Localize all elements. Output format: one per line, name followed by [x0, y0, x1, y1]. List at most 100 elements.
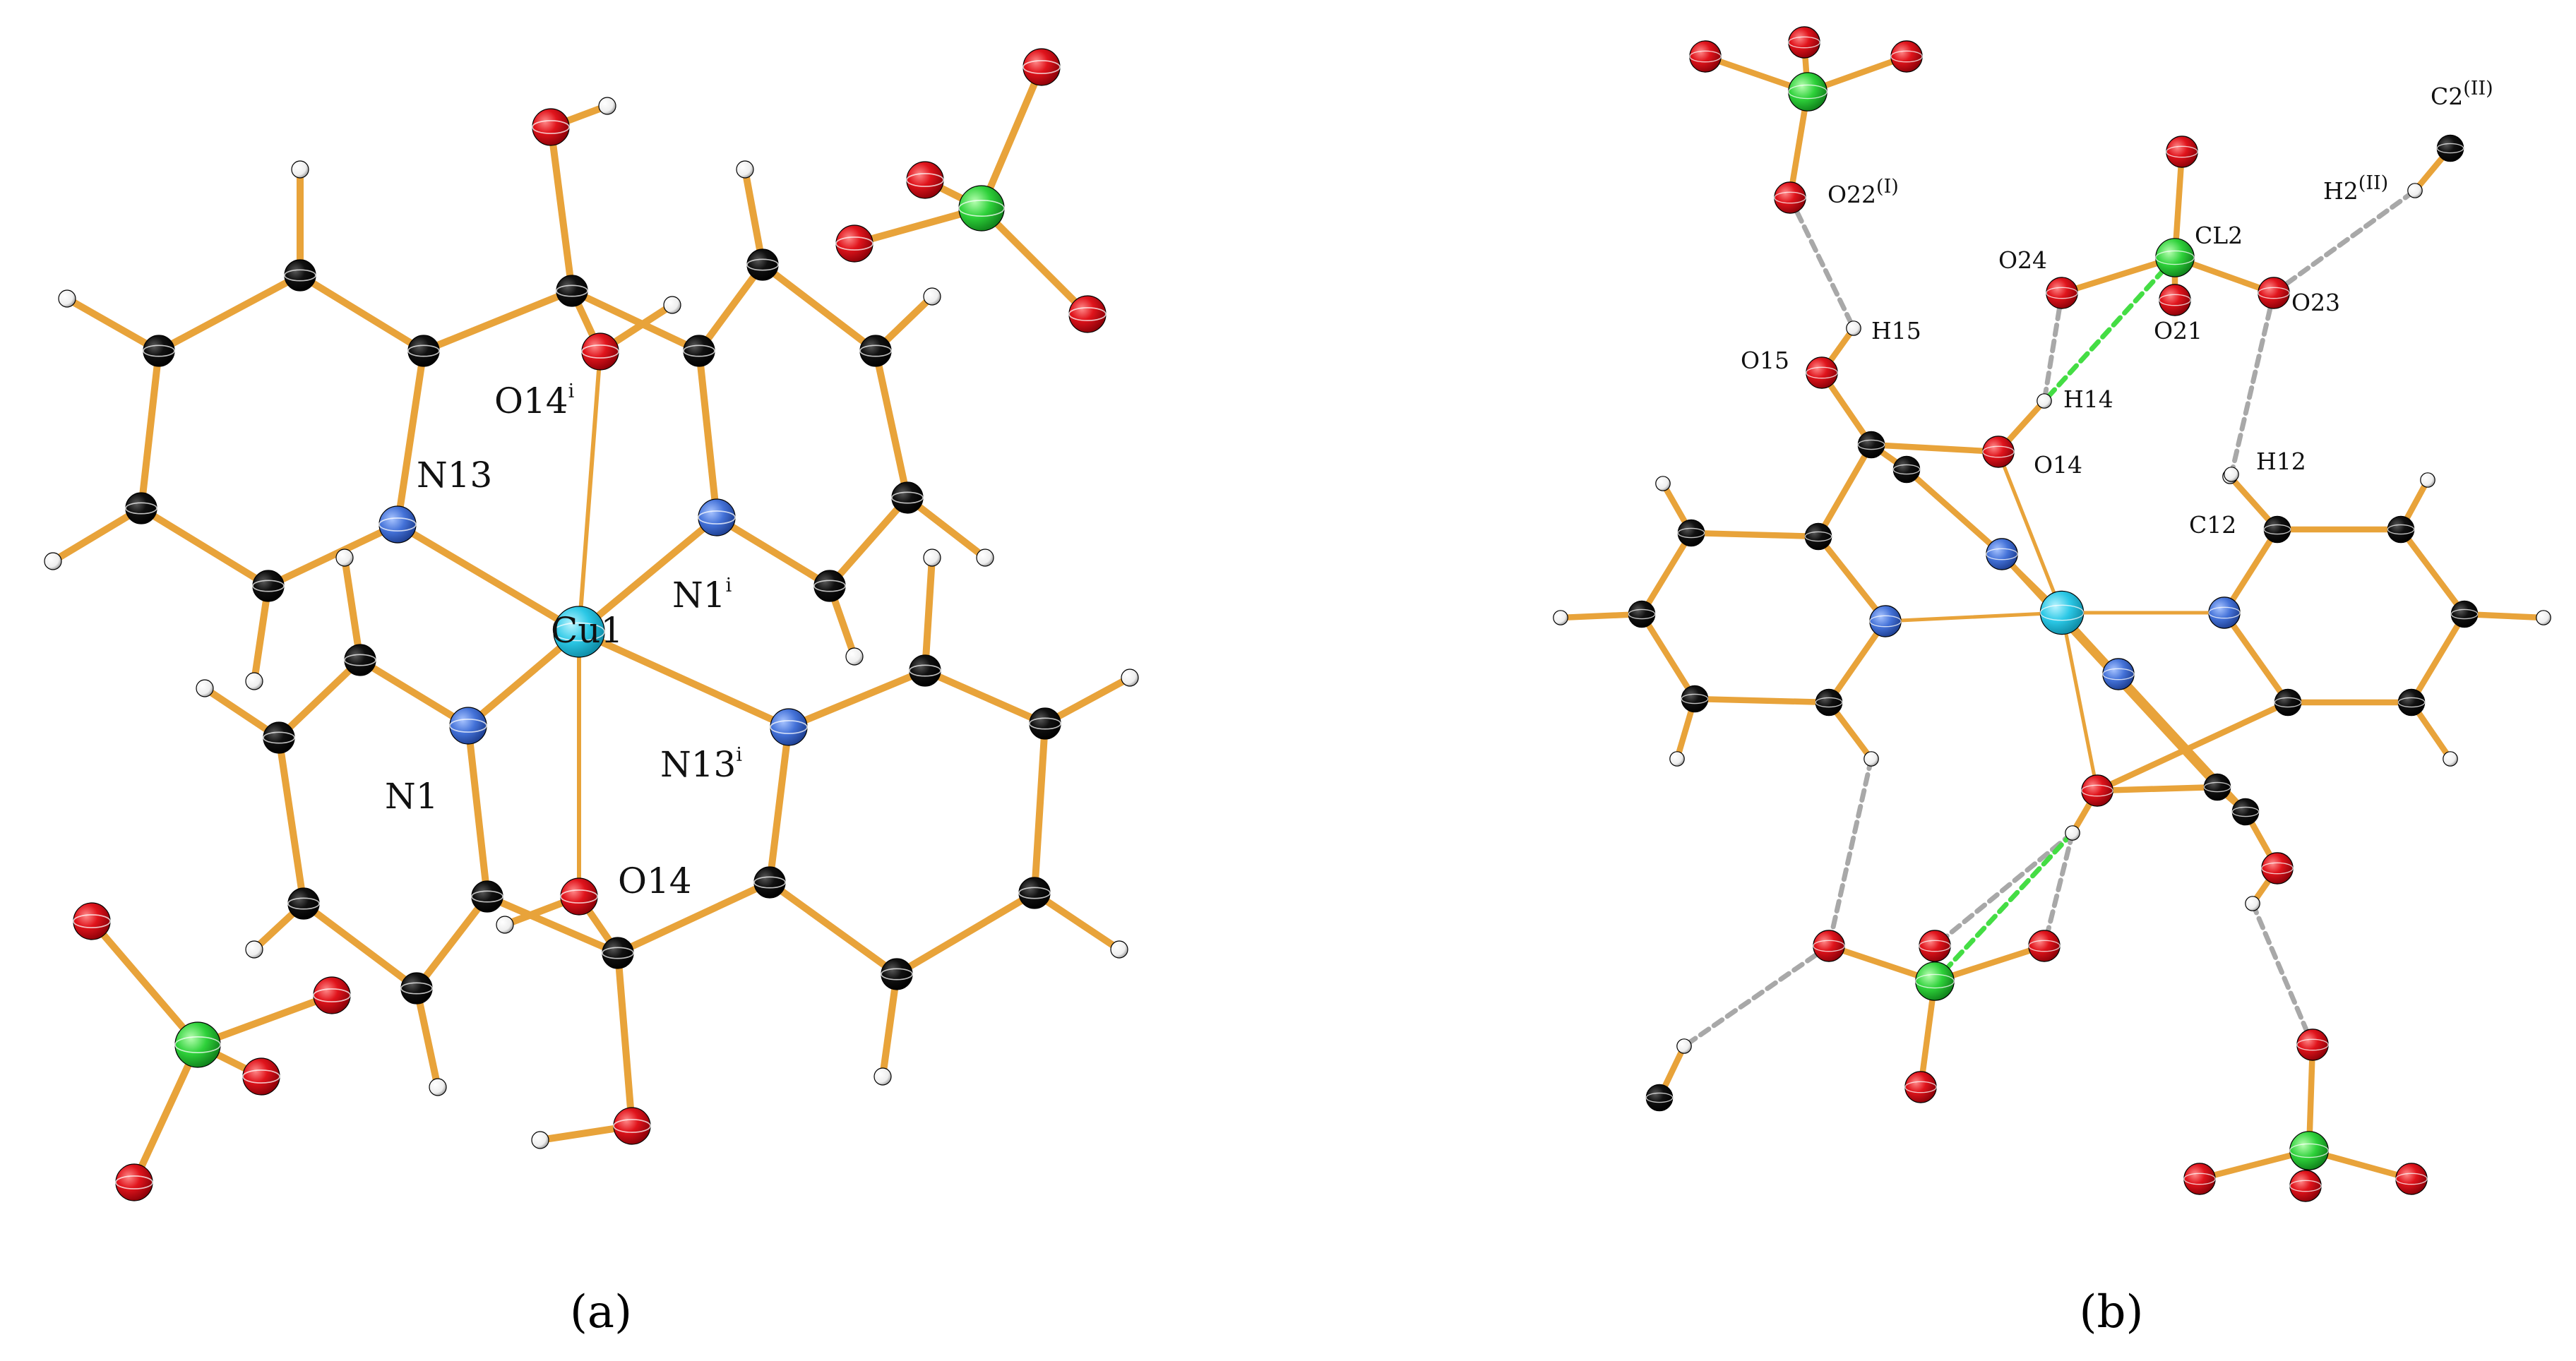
- label-c12: C12: [2189, 511, 2236, 539]
- bond: [465, 722, 491, 900]
- atom-thermal-ellipse: [1018, 887, 1051, 899]
- nitrogen-atom: [2208, 596, 2241, 629]
- carbon-atom: [1018, 877, 1051, 909]
- atom-thermal-ellipse: [242, 1069, 280, 1084]
- atom-thermal-ellipse: [1068, 307, 1107, 321]
- label-n1i: N1i: [672, 575, 732, 616]
- atom-thermal-ellipse: [770, 720, 808, 734]
- bond: [413, 893, 491, 992]
- panel-b-hydrogen-bonds: [1681, 188, 2418, 1049]
- atom-thermal-ellipse: [2166, 145, 2198, 158]
- hydrogen-atom: [2065, 825, 2080, 841]
- oxygen-atom: [1982, 436, 2015, 468]
- bond: [1883, 611, 2064, 623]
- atom-thermal-ellipse: [1774, 191, 1806, 204]
- hydrogen-atom: [598, 97, 616, 115]
- atom-thermal-ellipse: [556, 284, 588, 297]
- hydrogen-atom: [335, 548, 354, 567]
- bond: [1691, 695, 1832, 706]
- bond: [64, 295, 162, 354]
- hydrogen-atom: [44, 552, 62, 570]
- bond: [2221, 609, 2291, 706]
- oxygen-atom: [835, 224, 873, 263]
- carbon-atom: [284, 259, 316, 292]
- hydrogen-atom: [496, 916, 514, 934]
- hydrogen-bond: [1932, 830, 2075, 949]
- hydrogen-bond: [2041, 290, 2065, 404]
- hydrogen-atom: [923, 548, 941, 567]
- hydrogen-atom: [429, 1078, 447, 1096]
- atom-thermal-ellipse: [143, 344, 175, 357]
- hydrogen-atom: [663, 296, 681, 314]
- carbon-atom: [407, 335, 440, 367]
- carbon-atom: [2397, 688, 2426, 717]
- carbon-atom: [1892, 455, 1921, 484]
- hydrogen-atom: [245, 672, 263, 690]
- atom-thermal-ellipse: [1628, 608, 1656, 620]
- oxygen-atom: [906, 161, 944, 199]
- bond: [577, 349, 602, 634]
- label-c2: C2(II): [2431, 78, 2493, 110]
- oxygen-atom: [115, 1163, 153, 1201]
- label-h12: H12: [2256, 448, 2306, 475]
- bond: [2094, 784, 2221, 794]
- panel-b-atoms: [1553, 26, 2551, 1202]
- carbon-atom: [859, 335, 892, 367]
- bond: [1996, 450, 2064, 615]
- atom-thermal-ellipse: [400, 982, 433, 995]
- bond: [696, 347, 720, 521]
- atom-thermal-ellipse: [1904, 1081, 1937, 1093]
- chlorine-atom: [1788, 72, 1827, 112]
- atom-thermal-ellipse: [1806, 366, 1838, 379]
- oxygen-atom: [532, 108, 570, 146]
- carbon-atom: [909, 654, 941, 687]
- atom-thermal-ellipse: [532, 120, 570, 134]
- bond: [1031, 889, 1123, 953]
- bond: [265, 521, 401, 589]
- bond: [614, 879, 773, 957]
- bond: [893, 889, 1038, 978]
- oxygen-atom: [1774, 181, 1806, 214]
- oxygen-atom: [73, 902, 111, 940]
- bond: [357, 656, 472, 729]
- atom-thermal-ellipse: [2436, 143, 2464, 154]
- hydrogen-bond: [1681, 943, 1832, 1049]
- hydrogen-atom: [1676, 1038, 1692, 1054]
- atom-thermal-ellipse: [2155, 250, 2195, 265]
- atom-thermal-ellipse: [1982, 445, 2015, 458]
- label-o23: O23: [2291, 289, 2340, 316]
- atom-thermal-ellipse: [378, 517, 417, 532]
- atom-thermal-ellipse: [1815, 697, 1843, 708]
- atom-thermal-ellipse: [2183, 1173, 2216, 1185]
- bond: [1903, 466, 2005, 558]
- bond: [1638, 611, 1698, 702]
- atom-thermal-ellipse: [449, 719, 487, 733]
- oxygen-atom: [1890, 40, 1923, 73]
- atom-thermal-ellipse: [553, 622, 605, 642]
- atom-thermal-ellipse: [1919, 940, 1951, 952]
- label-h14: H14: [2063, 385, 2113, 413]
- atom-thermal-ellipse: [471, 890, 503, 903]
- hydrogen-bond-green: [2041, 255, 2178, 404]
- carbon-atom: [746, 248, 779, 281]
- atom-thermal-ellipse: [1857, 439, 1885, 450]
- atom-thermal-ellipse: [287, 897, 320, 910]
- bond: [420, 287, 576, 354]
- atom-thermal-ellipse: [1788, 36, 1820, 49]
- bond: [978, 64, 1045, 212]
- atom-thermal-ellipse: [906, 173, 944, 187]
- chlorine-atom: [174, 1021, 221, 1068]
- hydrogen-bond: [2271, 188, 2418, 296]
- bond: [576, 514, 720, 635]
- atom-thermal-ellipse: [1022, 60, 1061, 74]
- oxygen-atom: [2289, 1170, 2322, 1202]
- atom-thermal-ellipse: [2296, 1038, 2329, 1051]
- bond: [1825, 618, 1889, 706]
- carbon-atom: [1628, 600, 1656, 628]
- bond: [547, 124, 576, 294]
- carbon-atom: [881, 958, 913, 990]
- bond: [1638, 529, 1695, 618]
- bond: [826, 494, 911, 589]
- hydrogen-bond: [2250, 901, 2315, 1048]
- carbon-atom: [344, 644, 376, 676]
